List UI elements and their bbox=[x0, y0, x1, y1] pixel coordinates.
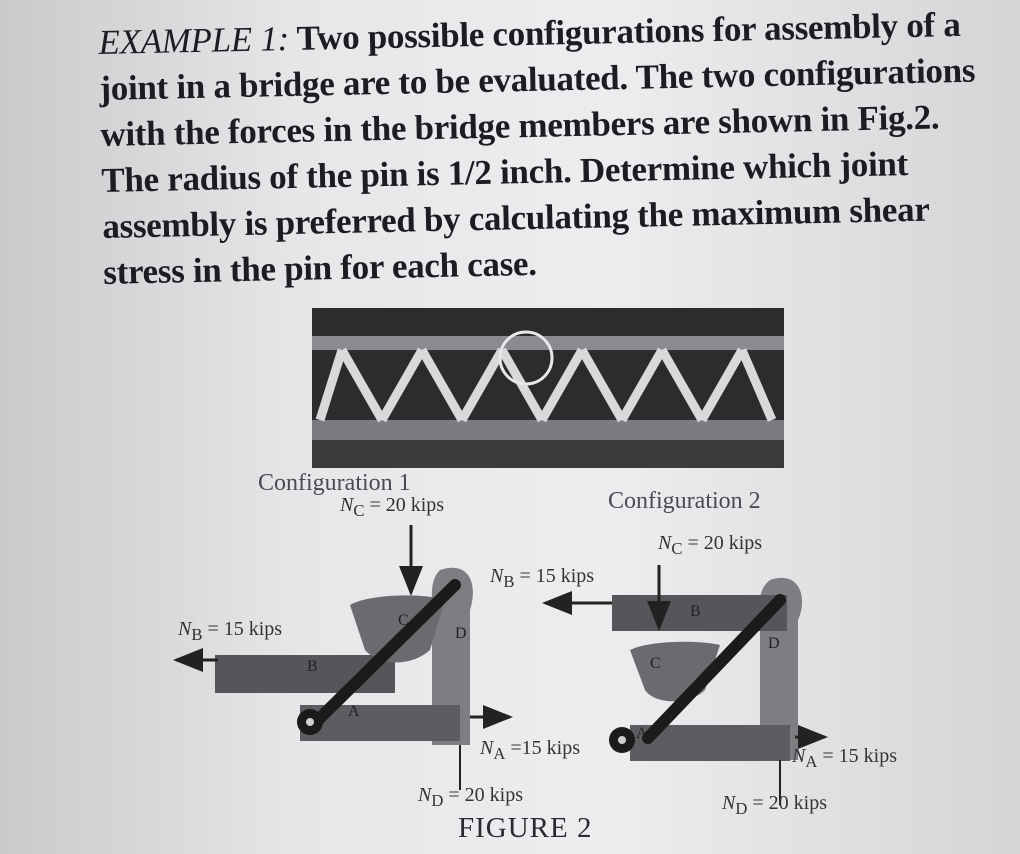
figure-caption: FIGURE 2 bbox=[458, 812, 593, 844]
config1-na-value: =15 kips bbox=[505, 737, 580, 759]
config2-nd-value: = 20 kips bbox=[747, 792, 827, 814]
config1-point-c: C bbox=[398, 612, 409, 629]
config1-nb-symbol: N bbox=[178, 618, 192, 640]
config2-nc-subscript: C bbox=[671, 539, 683, 558]
config1-point-d: D bbox=[455, 625, 467, 642]
config2-nb-value: = 15 kips bbox=[514, 565, 595, 587]
config2-na-subscript: A bbox=[805, 752, 818, 771]
config1-nb-value: = 15 kips bbox=[202, 618, 283, 640]
config1-nc-subscript: C bbox=[353, 501, 365, 520]
config2-diagram bbox=[542, 565, 828, 805]
config1-title: Configuration 1 bbox=[258, 470, 411, 496]
config2-na-symbol: N bbox=[792, 745, 806, 767]
truss-drawing bbox=[312, 308, 784, 468]
config1-nc-value: = 20 kips bbox=[364, 494, 445, 516]
config1-nd-value: = 20 kips bbox=[443, 784, 523, 806]
config2-nc-label: NC = 20 kips bbox=[658, 532, 762, 559]
config2-point-c: C bbox=[650, 655, 661, 672]
config2-nc-symbol: N bbox=[658, 532, 672, 554]
config1-point-b: B bbox=[307, 658, 318, 675]
config1-nd-subscript: D bbox=[431, 791, 444, 810]
config1-diagram bbox=[173, 525, 513, 790]
config1-na-label: NA =15 kips bbox=[480, 737, 580, 764]
config2-nd-label: ND = 20 kips bbox=[722, 792, 827, 819]
config2-point-a: A bbox=[636, 725, 648, 742]
config1-nb-subscript: B bbox=[191, 625, 203, 644]
config2-point-b: B bbox=[690, 603, 701, 620]
config2-nc-value: = 20 kips bbox=[682, 532, 763, 554]
config2-point-d: D bbox=[768, 635, 780, 652]
config1-na-symbol: N bbox=[480, 737, 494, 759]
bridge-truss-photo bbox=[312, 308, 784, 468]
config2-nb-subscript: B bbox=[503, 572, 515, 591]
config2-nd-subscript: D bbox=[735, 799, 748, 818]
config2-nb-label: NB = 15 kips bbox=[490, 565, 594, 592]
config1-nc-label: NC = 20 kips bbox=[340, 494, 444, 521]
config2-title: Configuration 2 bbox=[608, 488, 761, 514]
config1-na-subscript: A bbox=[493, 744, 506, 763]
config2-nb-symbol: N bbox=[490, 565, 504, 587]
config1-nd-label: ND = 20 kips bbox=[418, 784, 523, 811]
highlight-circle bbox=[498, 330, 554, 386]
config1-nc-symbol: N bbox=[340, 494, 354, 516]
config2-nd-symbol: N bbox=[722, 792, 736, 814]
config1-point-a: A bbox=[348, 703, 360, 720]
config1-nb-label: NB = 15 kips bbox=[178, 618, 282, 645]
config1-nd-symbol: N bbox=[418, 784, 432, 806]
config2-na-label: NA = 15 kips bbox=[792, 745, 897, 772]
config2-na-value: = 15 kips bbox=[817, 745, 897, 767]
